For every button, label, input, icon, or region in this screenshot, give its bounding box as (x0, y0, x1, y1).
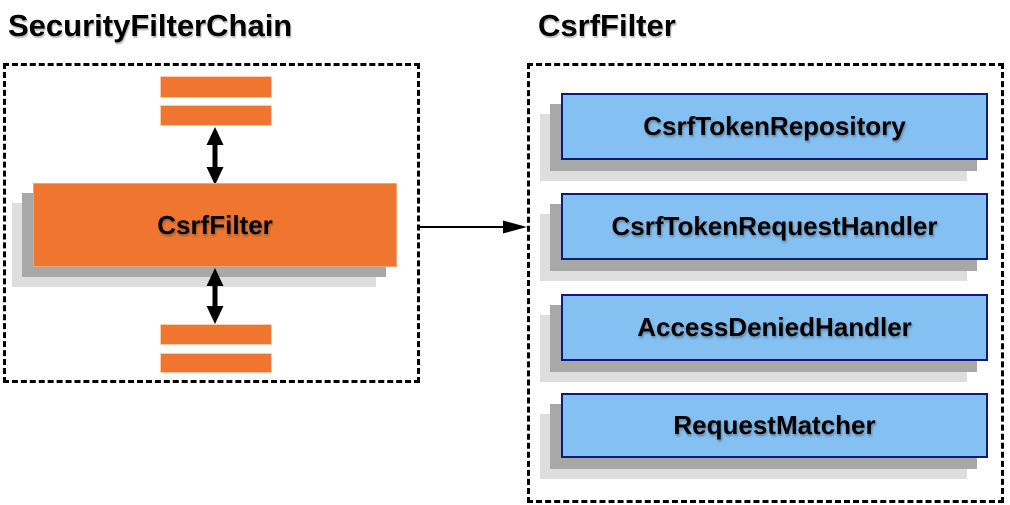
security-filter-chain-title: SecurityFilterChain (8, 8, 293, 43)
filter-stack-bar-top-2 (160, 105, 272, 126)
csrf-filter-title: CsrfFilter (538, 8, 676, 43)
csrf-filter-box: CsrfFilter (33, 183, 397, 267)
filter-stack-bar-bottom-2 (160, 353, 272, 373)
component-label-csrf-token-request-handler: CsrfTokenRequestHandler (611, 211, 938, 241)
component-label-csrf-token-repository: CsrfTokenRepository (643, 111, 906, 141)
component-box-access-denied-handler: AccessDeniedHandler (561, 294, 988, 361)
bidirectional-arrow-bottom-icon (206, 268, 224, 324)
security-filter-chain-container: CsrfFilter (3, 63, 420, 383)
component-label-request-matcher: RequestMatcher (673, 410, 876, 440)
csrf-filter-components-container: CsrfTokenRepository CsrfTokenRequestHand… (527, 63, 1004, 503)
connector-arrow-icon (419, 220, 527, 234)
component-box-csrf-token-request-handler: CsrfTokenRequestHandler (561, 193, 988, 260)
filter-stack-bar-bottom-1 (160, 324, 272, 345)
component-label-access-denied-handler: AccessDeniedHandler (637, 312, 912, 342)
csrf-filter-box-label: CsrfFilter (157, 209, 273, 240)
filter-stack-bar-top-1 (160, 76, 272, 98)
component-box-request-matcher: RequestMatcher (561, 393, 988, 458)
component-box-csrf-token-repository: CsrfTokenRepository (561, 93, 988, 160)
bidirectional-arrow-top-icon (206, 127, 224, 185)
